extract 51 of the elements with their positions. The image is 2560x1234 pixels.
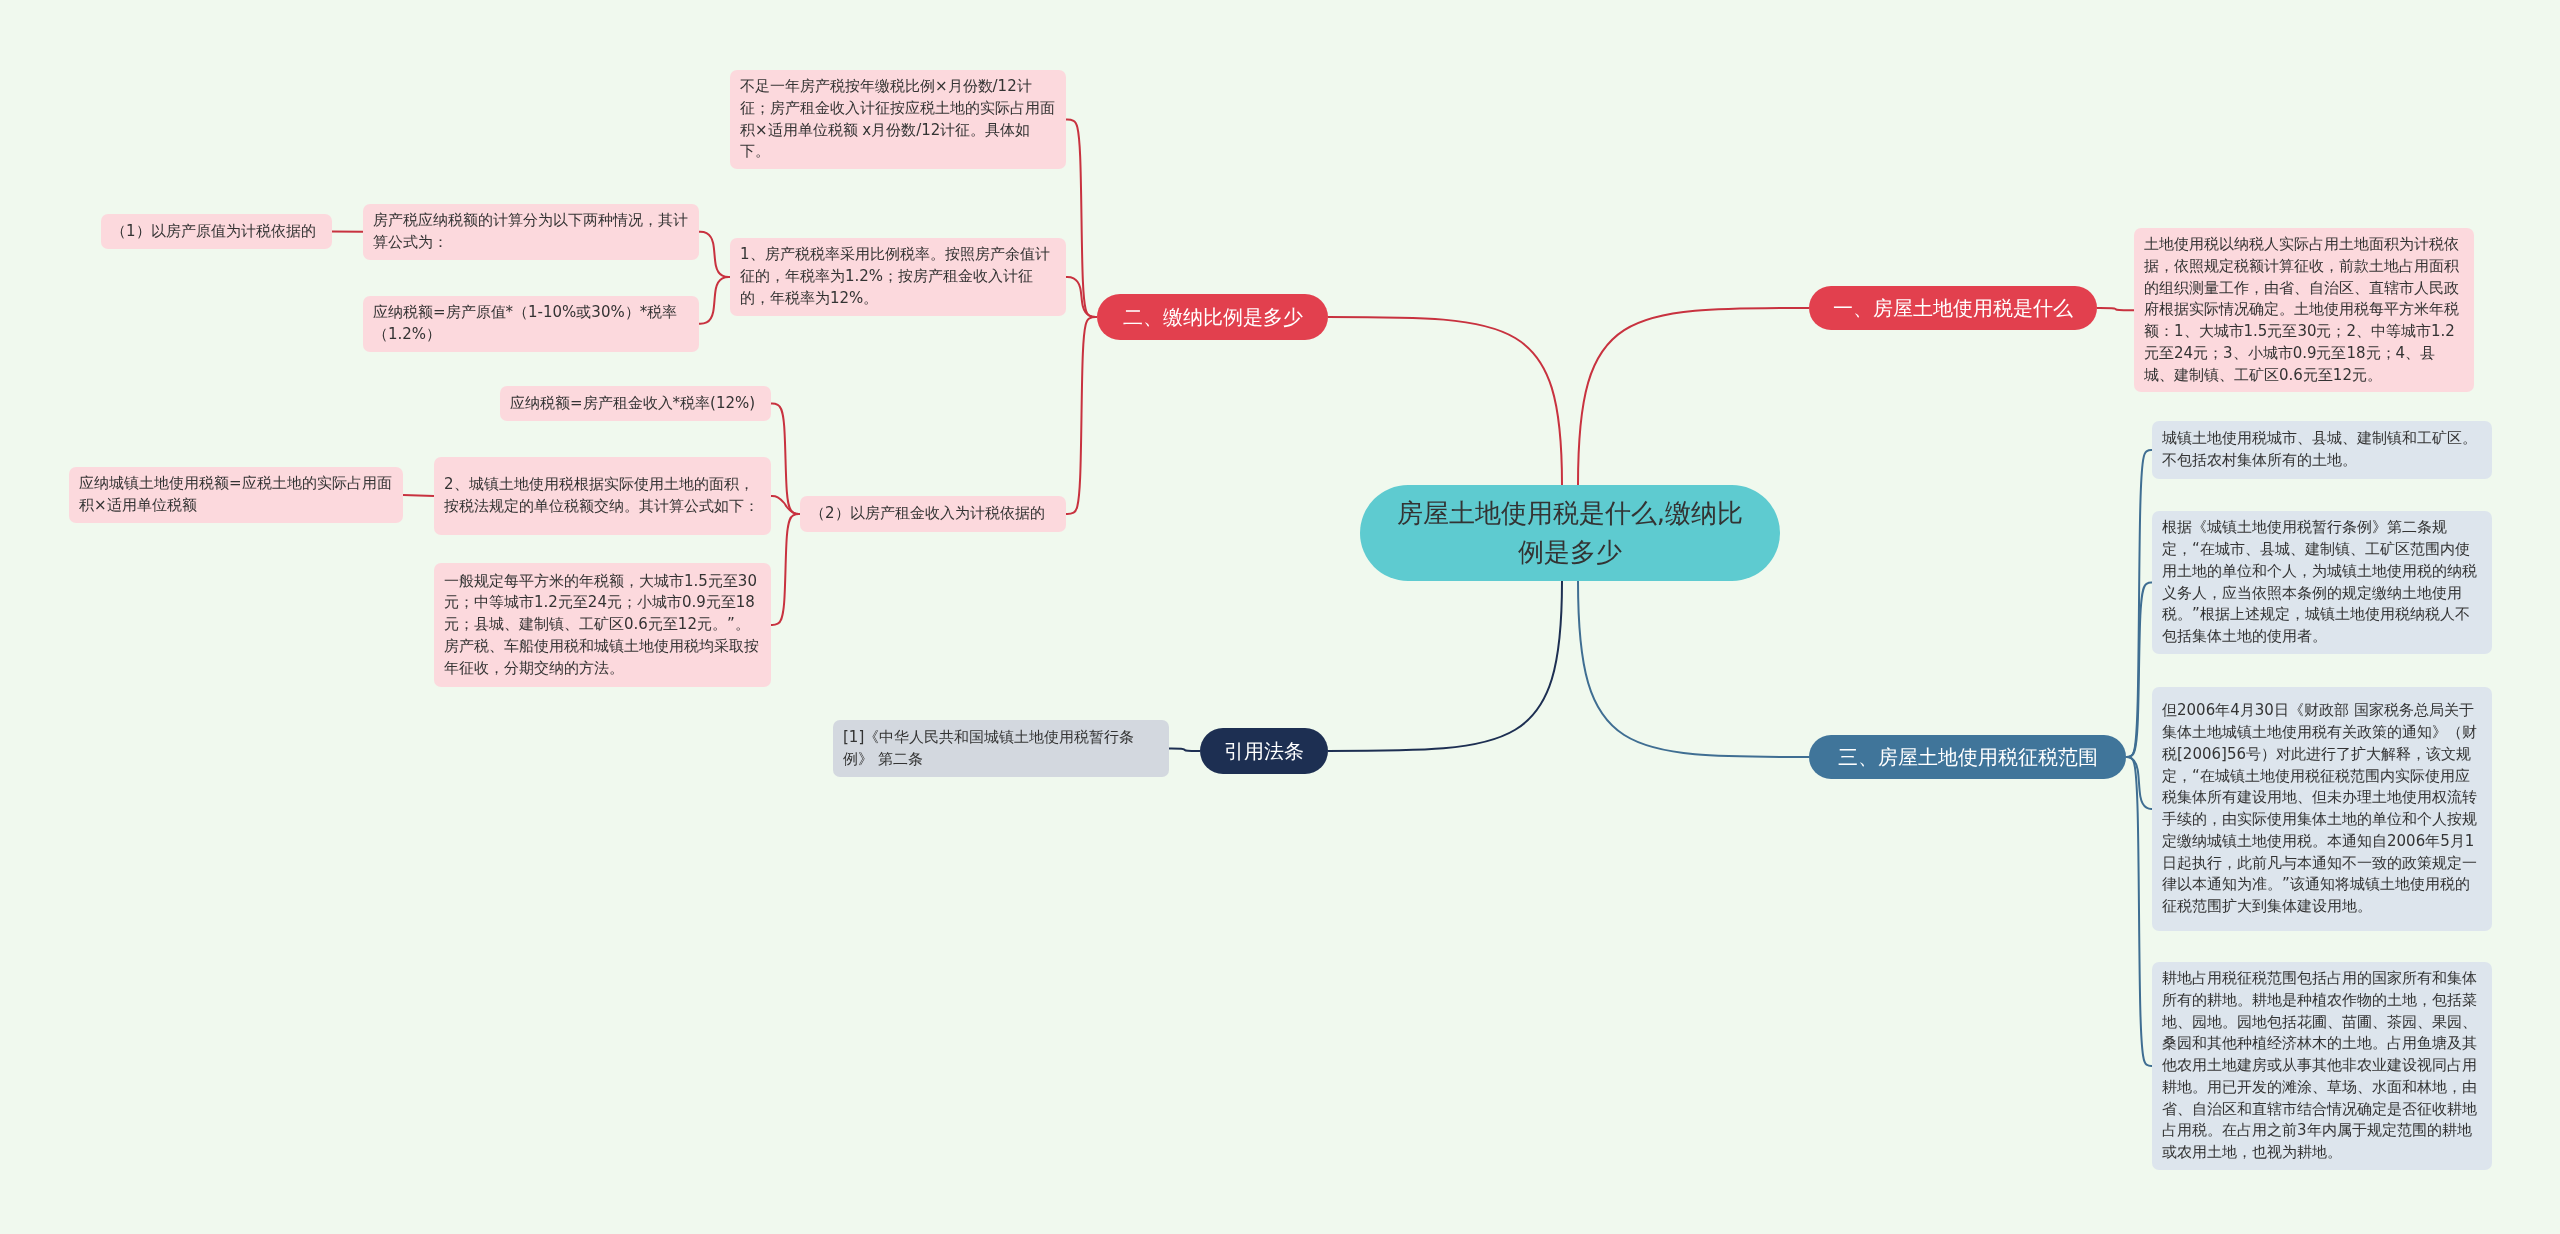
topic-text: 房产税应纳税额的计算分为以下两种情况，其计算公式为： — [373, 210, 689, 253]
branch-topic — [1097, 294, 1328, 340]
note-card — [500, 386, 771, 421]
topic-text: 应纳税额=房产原值*（1-10%或30%）*税率（1.2%） — [373, 302, 679, 345]
connector-line — [331, 230, 364, 233]
topic-text: 土地使用税以纳税人实际占用土地面积为计税依据，依照规定税额计算征收，前款土地占用面积的组织测量工作，由省、自治区、直辖市人民政府根据实际情况确定。土地使用税每平方米年税额：1、大城市1.5元至30元；2、中等城市1.2元至24元；3、小城市0.9元至18元；4、县城、建制镇、工矿区0.6元至12元。 — [2144, 234, 2460, 386]
note-card — [101, 214, 332, 249]
connector-line — [1168, 747, 1201, 752]
connector-line — [770, 513, 801, 626]
topic-text: 不足一年房产税按年缴税比例×月份数/12计征；房产租金收入计征按应税土地的实际占用面积×适用单位税额 x月份数/12计征。具体如下。 — [740, 76, 1056, 163]
connector-line — [1577, 580, 1810, 758]
topic-text: （1）以房产原值为计税依据的 — [111, 220, 316, 242]
topic-text: 房屋土地使用税是什么,缴纳比例是多少 — [1395, 497, 1745, 569]
topic-text: 一、房屋土地使用税是什么 — [1833, 294, 2073, 322]
connector-line — [402, 494, 435, 497]
note-card — [2152, 511, 2492, 654]
topic-text: 但2006年4月30日《财政部 国家税务总局关于集体土地城镇土地使用税有关政策的通知》（财税[2006]56号）对此进行了扩大解释，该文规定，“在城镇土地使用税征税范围内实际使用应税集体所有建设用地、但未办理土地使用权流转手续的，由实际使用集体土地的单位和个人按规定缴纳城镇土地使用税。本通知自2006年5月1日起执行，此前凡与本通知不一致的政策规定一律以本通知为准。”该通知将城镇土地使用税的征税范围扩大到集体建设用地。 — [2162, 700, 2478, 917]
note-card — [69, 467, 403, 523]
topic-text: 三、房屋土地使用税征税范围 — [1837, 743, 2098, 771]
note-card — [730, 238, 1066, 316]
topic-text: 应纳税额=房产租金收入*税率(12%) — [510, 392, 756, 414]
connector-line — [1065, 316, 1098, 515]
branch-topic — [1809, 735, 2126, 779]
topic-text: 1、房产税税率采用比例税率。按照房产余值计征的，年税率为1.2%；按房产租金收入计征的，年税率为12%。 — [740, 244, 1051, 309]
connector-line — [2125, 756, 2153, 1067]
connector-line — [2096, 307, 2135, 312]
note-card — [434, 563, 771, 687]
note-card — [800, 496, 1066, 532]
connector-line — [1577, 307, 1810, 486]
topic-text: 城镇土地使用税城市、县城、建制镇和工矿区。不包括农村集体所有的土地。 — [2162, 428, 2478, 471]
note-card — [363, 204, 699, 260]
topic-text: 2、城镇土地使用税根据实际使用土地的面积，按税法规定的单位税额交纳。其计算公式如下： — [444, 474, 760, 517]
topic-text: （2）以房产租金收入为计税依据的 — [810, 503, 1045, 525]
note-card — [434, 457, 771, 535]
topic-text: 引用法条 — [1224, 737, 1304, 765]
topic-text: 根据《城镇土地使用税暂行条例》第二条规定，“在城市、县城、建制镇、工矿区范围内使用土地的单位和个人，为城镇土地使用税的纳税义务人，应当依照本条例的规定缴纳土地使用税。”根据上述规定，城镇土地使用税纳税人不包括集体土地的使用者。 — [2162, 517, 2478, 647]
connector-line — [698, 276, 731, 325]
connector-line — [1327, 316, 1563, 486]
note-card — [730, 70, 1066, 169]
topic-text: 应纳城镇土地使用税额=应税土地的实际占用面积×适用单位税额 — [79, 473, 393, 516]
note-card — [833, 720, 1169, 777]
branch-topic — [1200, 728, 1328, 774]
topic-text: 耕地占用税征税范围包括占用的国家所有和集体所有的耕地。耕地是种植农作物的土地，包括菜地、园地。园地包括花圃、苗圃、茶园、果园、桑园和其他种植经济林木的土地。占用鱼塘及其他农用土地建房或从事其他非农业建设视同占用耕地。用已开发的滩涂、草场、水面和林地，由省、自治区和直辖市结合情况确定是否征收耕地占用税。在占用之前3年内属于规定范围的耕地或农用土地，也视为耕地。 — [2162, 968, 2478, 1163]
connector-line — [1327, 580, 1563, 752]
note-card — [363, 296, 699, 352]
branch-topic — [1809, 286, 2097, 330]
note-card — [2152, 687, 2492, 931]
topic-text: [1]《中华人民共和国城镇土地使用税暂行条例》 第二条 — [843, 726, 1136, 770]
note-card — [2152, 421, 2492, 479]
topic-text: 一般规定每平方米的年税额，大城市1.5元至30元；中等城市1.2元至24元；小城市0.9元至18元；县城、建制镇、工矿区0.6元至12元。”。房产税、车船使用税和城镇土地使用税均采取按年征收，分期交纳的方法。 — [444, 570, 760, 679]
topic-text: 二、缴纳比例是多少 — [1122, 303, 1303, 331]
